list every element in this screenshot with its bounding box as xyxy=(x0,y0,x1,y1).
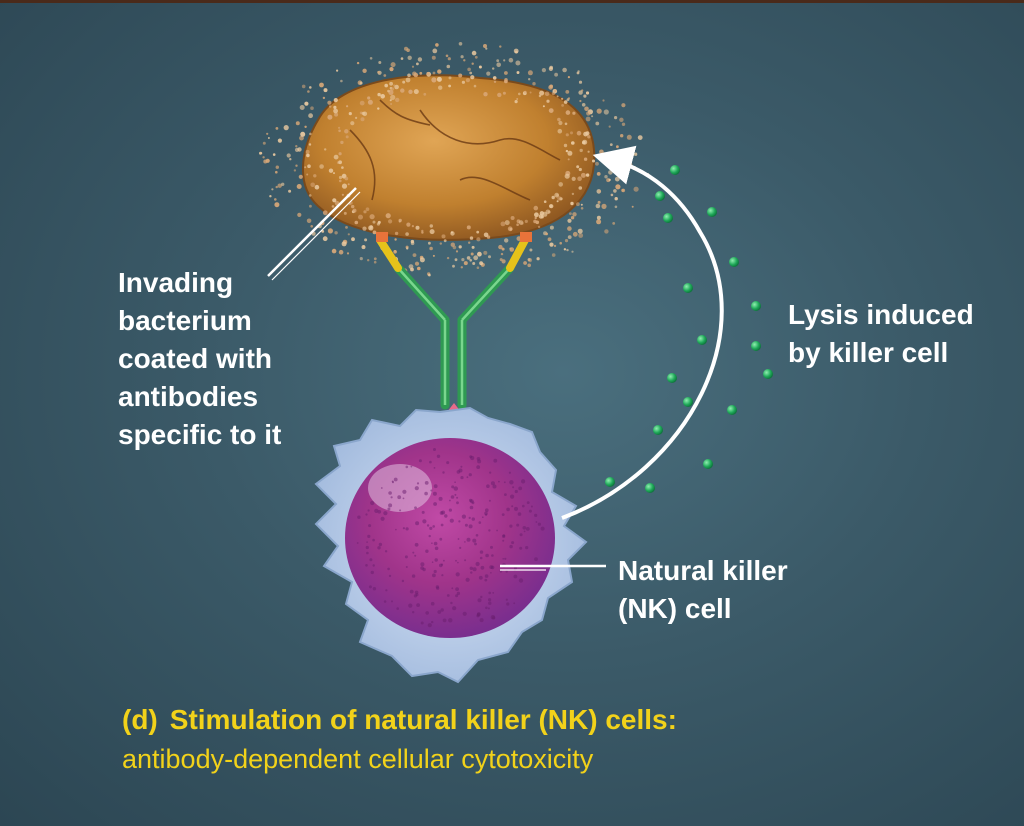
antibody xyxy=(376,232,532,416)
bacterium-label-line: antibodies xyxy=(118,381,259,412)
nk-cell-nucleus xyxy=(345,438,555,638)
caption-title-text: Stimulation of natural killer (NK) cells… xyxy=(169,704,677,735)
granule xyxy=(670,165,680,175)
nk-cell xyxy=(314,406,588,684)
granule xyxy=(751,341,761,351)
caption-subtitle: antibody-dependent cellular cytotoxicity xyxy=(122,744,594,774)
granule xyxy=(729,257,739,267)
granule xyxy=(663,213,673,223)
lysis-label-line: by killer cell xyxy=(788,337,949,368)
granule xyxy=(703,459,713,469)
caption-title: (d) Stimulation of natural killer (NK) ce… xyxy=(122,704,677,736)
bacterium-surface-particles xyxy=(259,42,650,277)
lysis-label-line: Lysis induced xyxy=(788,299,974,330)
lysis-arrow xyxy=(561,145,724,520)
cytotoxic-granules xyxy=(605,165,773,493)
bacterium xyxy=(259,42,650,277)
bacterium-body xyxy=(301,74,596,241)
bacterium-label-line: coated with xyxy=(118,343,273,374)
nk-cell-label-line: (NK) cell xyxy=(618,593,732,624)
bacterium-label-line: specific to it xyxy=(118,419,282,450)
granule xyxy=(763,369,773,379)
granule xyxy=(751,301,761,311)
bacterium-label-line: bacterium xyxy=(118,305,252,336)
granule xyxy=(655,191,665,201)
bacterium-label-line: Invading xyxy=(118,267,234,298)
bacterium-cracks xyxy=(349,99,561,201)
nucleus-texture xyxy=(356,448,545,628)
leader-lines xyxy=(267,187,606,571)
granule xyxy=(697,335,707,345)
caption-letter: (d) xyxy=(122,704,158,735)
granule xyxy=(667,373,677,383)
granule xyxy=(645,483,655,493)
granule xyxy=(683,283,693,293)
granule xyxy=(653,425,663,435)
top-border xyxy=(0,0,1024,3)
lysis-label: Lysis induced by killer cell xyxy=(788,296,974,372)
bacterium-label: Invading bacterium coated with antibodie… xyxy=(118,264,281,454)
granule xyxy=(727,405,737,415)
nk-cell-label: Natural killer (NK) cell xyxy=(618,552,788,628)
nk-cell-label-line: Natural killer xyxy=(618,555,788,586)
granule xyxy=(707,207,717,217)
granule xyxy=(683,397,693,407)
granule xyxy=(605,477,615,487)
